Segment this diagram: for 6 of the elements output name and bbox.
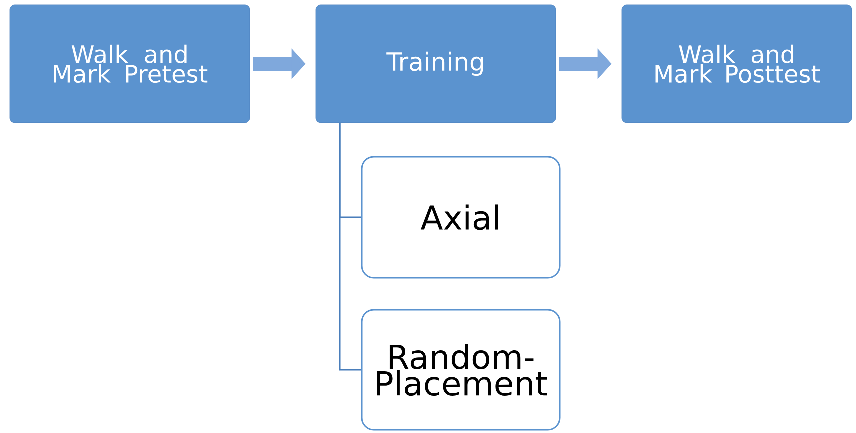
process-box: Walk and Mark Posttest bbox=[622, 4, 852, 124]
process-box: Walk and Mark Pretest bbox=[10, 4, 250, 124]
option-box: Random-Placement bbox=[361, 309, 561, 431]
option-box: Axial bbox=[361, 156, 561, 279]
connector-line bbox=[339, 123, 362, 371]
process-box: Training bbox=[316, 4, 556, 124]
